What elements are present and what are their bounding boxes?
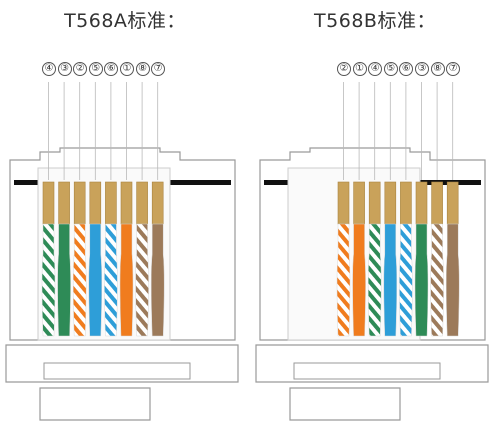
gold-contact [368,181,381,225]
pin-label: ⑥ [399,62,414,76]
wire-conductor [104,223,118,337]
pin-label: ② [73,62,88,76]
wire-conductor [119,223,134,337]
wire-conductor [88,223,103,337]
gold-contact [446,181,459,225]
pin-label: ⑦ [151,62,166,76]
wire-conductor [399,223,413,337]
pin-label: ⑧ [135,62,150,76]
pin-label: ④ [368,62,383,76]
gold-contact [42,181,55,225]
cable-strain-relief [289,387,401,421]
t568a-connector-diagram [5,82,239,421]
gold-contact [136,181,148,225]
pin-label: ⑦ [446,62,461,76]
pin-label: ⑤ [383,62,398,76]
gold-contact [337,181,350,225]
wire-conductor [135,223,149,337]
pin-label: ⑤ [88,62,103,76]
pin-label: ④ [42,62,56,76]
wire-conductor [72,223,87,337]
boot-window [293,362,441,380]
gold-contact [384,181,397,225]
t568a-title: T568A标准： [64,10,186,32]
housing-black-bar [264,180,300,185]
pin-label: ⑥ [104,62,119,76]
housing-black-bar [14,180,50,185]
wire-conductor [383,223,398,337]
wire-conductor [367,223,382,337]
wire-conductor [352,223,366,337]
housing-black-bar [170,180,231,185]
gold-contact [58,181,70,225]
gold-contact [105,181,117,225]
pin-label: ① [352,62,367,76]
wire-conductor [445,223,460,337]
pin-label: ② [337,62,351,76]
wire-conductor [414,223,429,337]
wire-conductor [41,223,56,337]
pin-label: ⑧ [430,62,445,76]
wire-conductor [150,223,165,337]
gold-contact [415,181,428,225]
pin-label: ③ [57,62,72,76]
gold-contact [151,181,164,225]
gold-contact [73,181,86,225]
t568b-title: T568B标准： [314,10,436,32]
pin-label: ③ [414,62,429,76]
cable-strain-relief [39,387,151,421]
gold-contact [120,181,133,225]
gold-contact [400,181,412,225]
wire-conductor [336,223,351,337]
pin-label: ① [119,62,134,76]
wire-conductor [57,223,71,337]
gold-contact [89,181,102,225]
gold-contact [353,181,365,225]
wire-conductor [430,223,444,337]
t568b-connector-diagram [255,82,489,421]
gold-contact [431,181,443,225]
boot-window [43,362,191,380]
